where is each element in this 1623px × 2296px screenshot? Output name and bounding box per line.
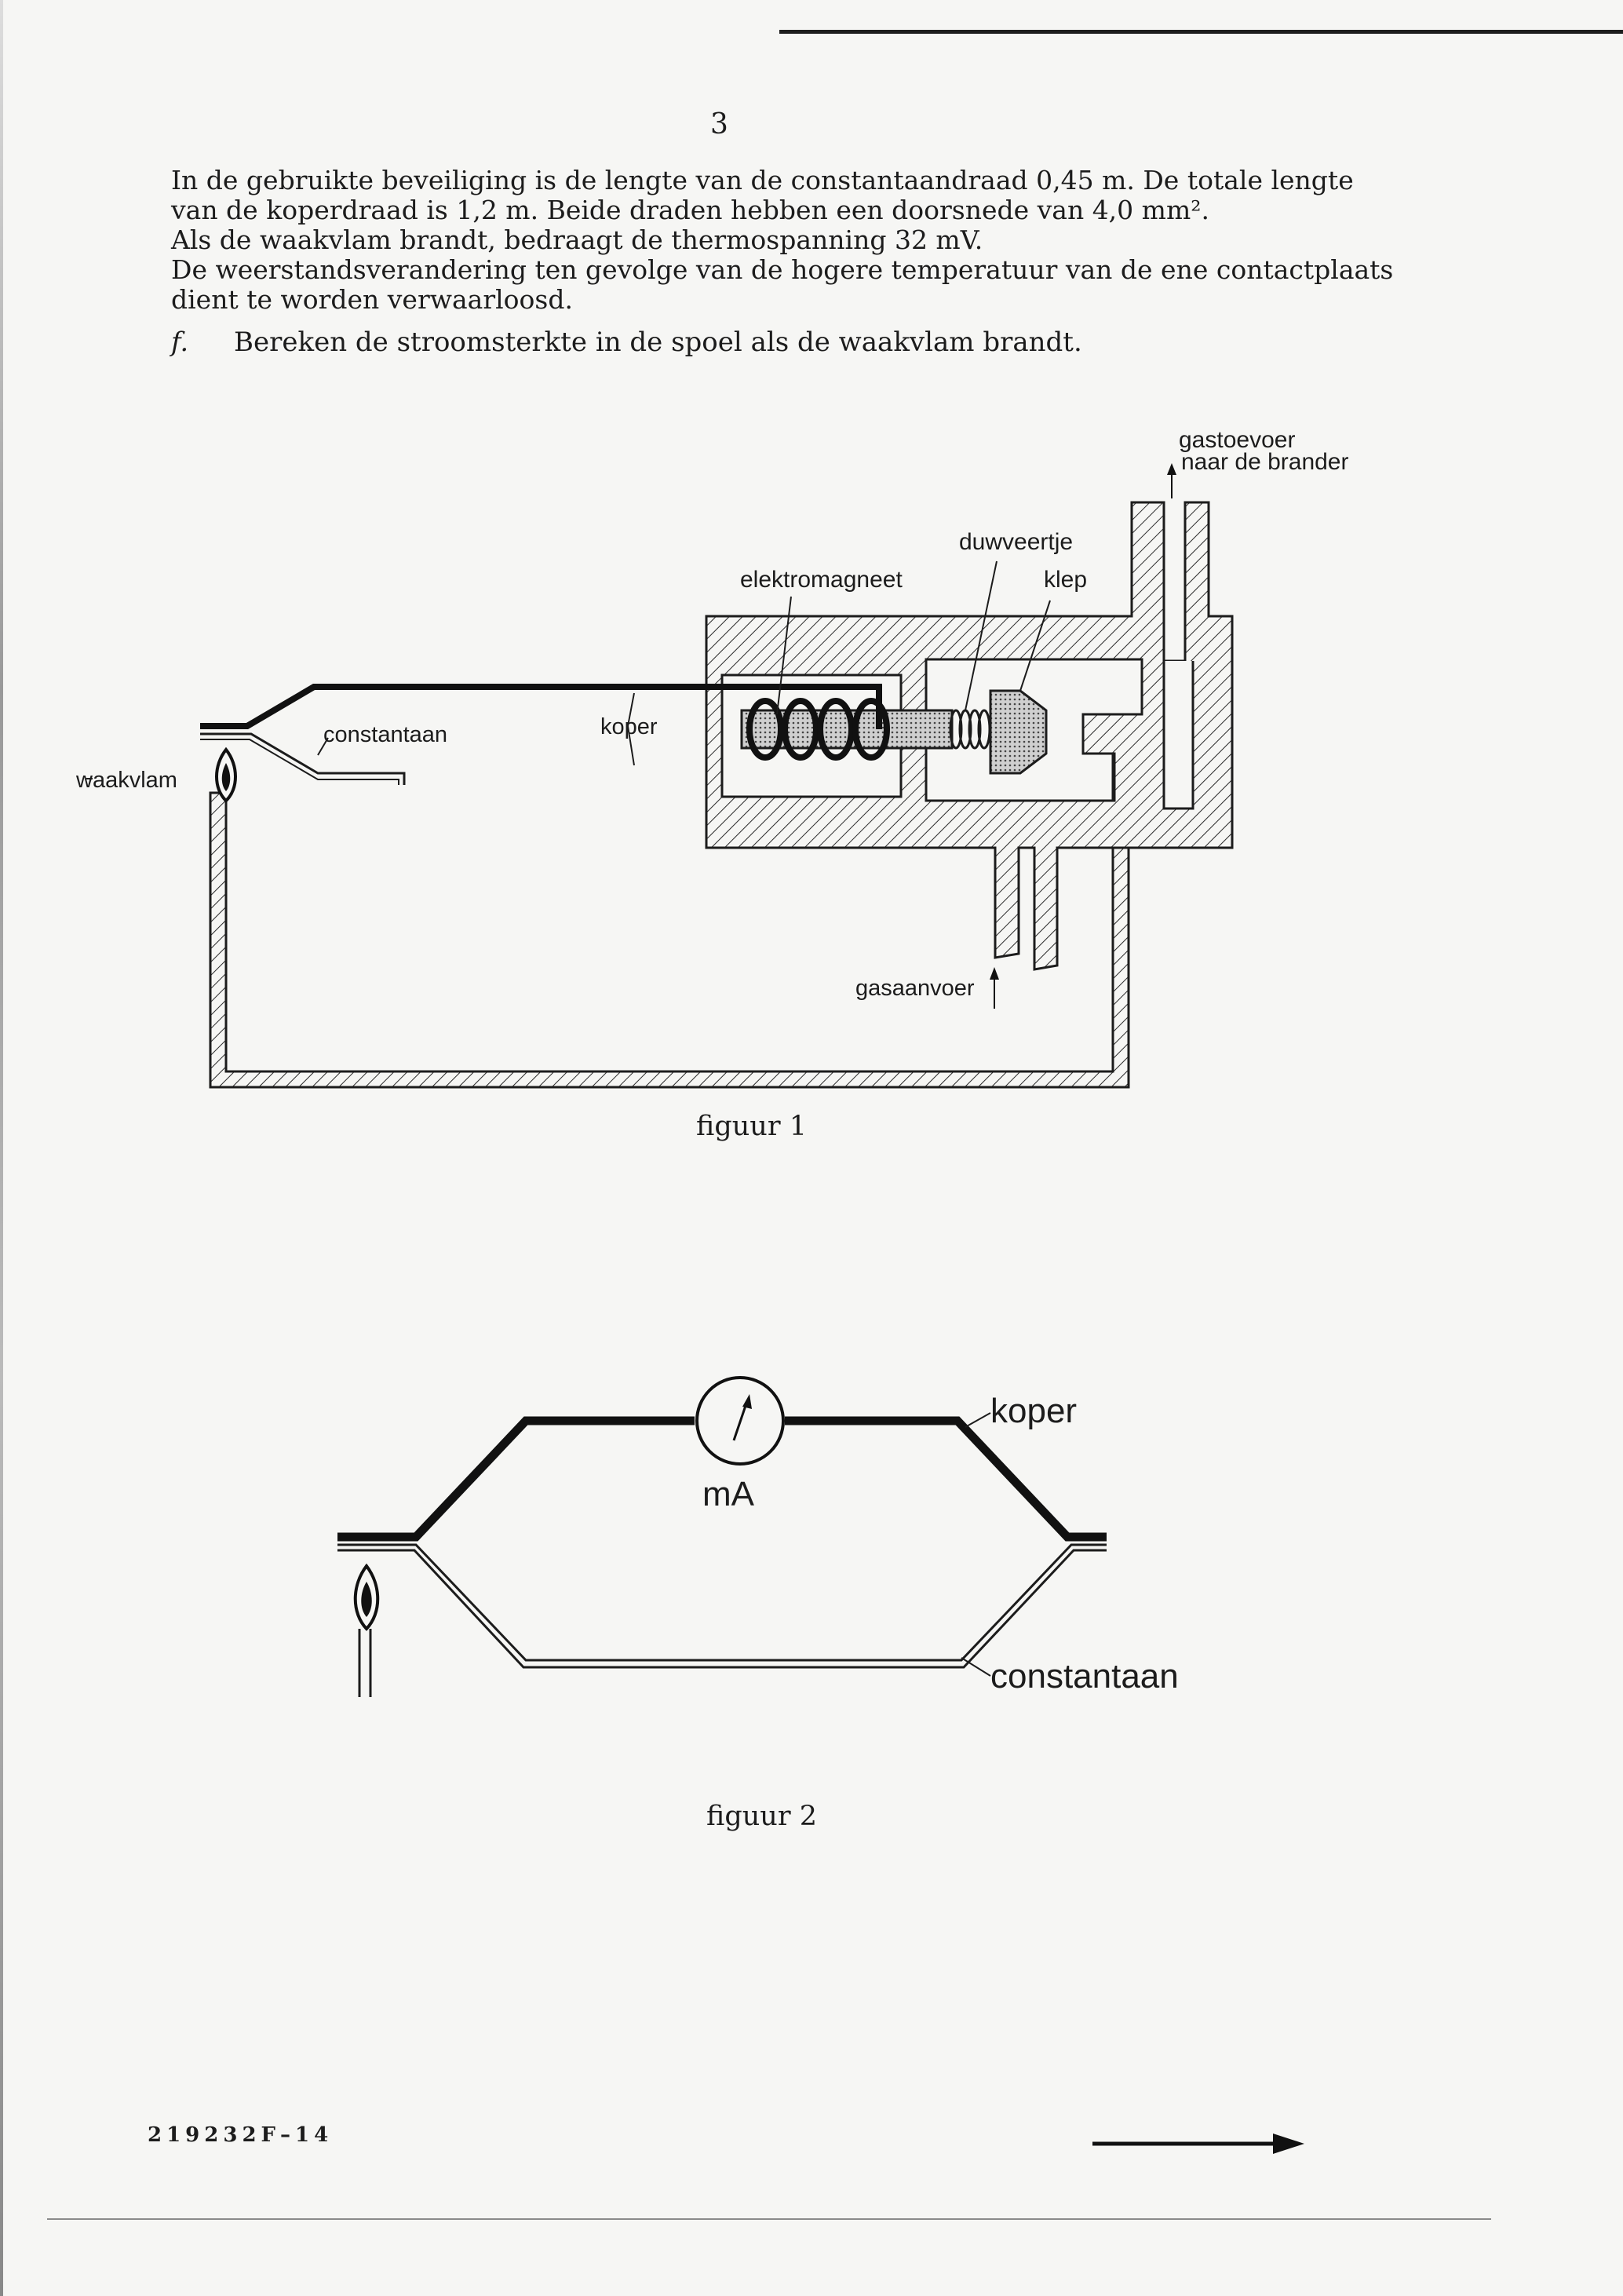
leader-lines [86,560,1051,779]
constantan-wire [200,732,406,785]
valve-housing [705,501,1234,971]
figure-2-diagram: koper mA constantaan [337,1376,1179,1697]
push-spring [949,709,991,750]
label-koper: koper [600,714,658,739]
page-edge [0,0,3,2296]
question-text: Bereken de stroomsterkte in de spoel als… [234,327,1082,358]
label-gasaanvoer: gasaanvoer [855,976,975,1001]
question-letter: f. [171,327,189,358]
label-constantaan: constantaan [323,722,447,747]
figure-2-caption: figuur 2 [706,1801,817,1832]
bottom-rule [47,2218,1491,2220]
valve-plug [989,689,1048,775]
label-koper-2: koper [990,1392,1077,1430]
milliammeter-icon [695,1376,785,1466]
label-waakvlam: waakvlam [75,768,177,793]
copper-wire [200,684,882,729]
label-elektromagneet: elektromagneet [740,567,903,593]
next-page-arrow-icon [1092,2134,1304,2154]
text-line: van de koperdraad is 1,2 m. Beide draden… [171,195,1209,225]
label-naar-brander: naar de brander [1181,449,1349,475]
page-number: 3 [710,108,728,141]
coil [746,698,890,761]
burner-passage [1162,661,1194,810]
document-code: 219232F–14 [148,2123,334,2147]
problem-text: In de gebruikte beveiliging is de lengte… [171,166,1505,315]
flame-icon [353,1563,380,1697]
figure-1-caption: figuur 1 [696,1111,807,1142]
top-rule [779,30,1623,34]
label-duwveertje: duwveertje [959,529,1073,555]
gas-out-arrow-icon [1167,463,1176,498]
constantan-wire-2 [337,1543,1107,1662]
leader-lines-2 [961,1412,991,1677]
gas-in-arrow-icon [990,967,999,1009]
label-gastoevoer: gastoevoer [1179,427,1295,453]
label-klep: klep [1044,567,1087,593]
label-meter: mA [702,1475,755,1513]
figure-1-diagram: gastoevoer naar de brander duwveertje el… [75,427,1349,1089]
question-f: f. Bereken de stroomsterkte in de spoel a… [171,327,1082,358]
pilot-flame-icon [215,746,237,803]
text-line: In de gebruikte beveiliging is de lengte… [171,165,1354,195]
label-constantaan-2: constantaan [990,1657,1179,1696]
text-line: Als de waakvlam brandt, bedraagt de ther… [171,224,983,255]
text-line: De weerstandsverandering ten gevolge van… [171,254,1394,285]
copper-wire-2 [337,1416,1107,1542]
text-line: dient te worden verwaarloosd. [171,284,573,315]
